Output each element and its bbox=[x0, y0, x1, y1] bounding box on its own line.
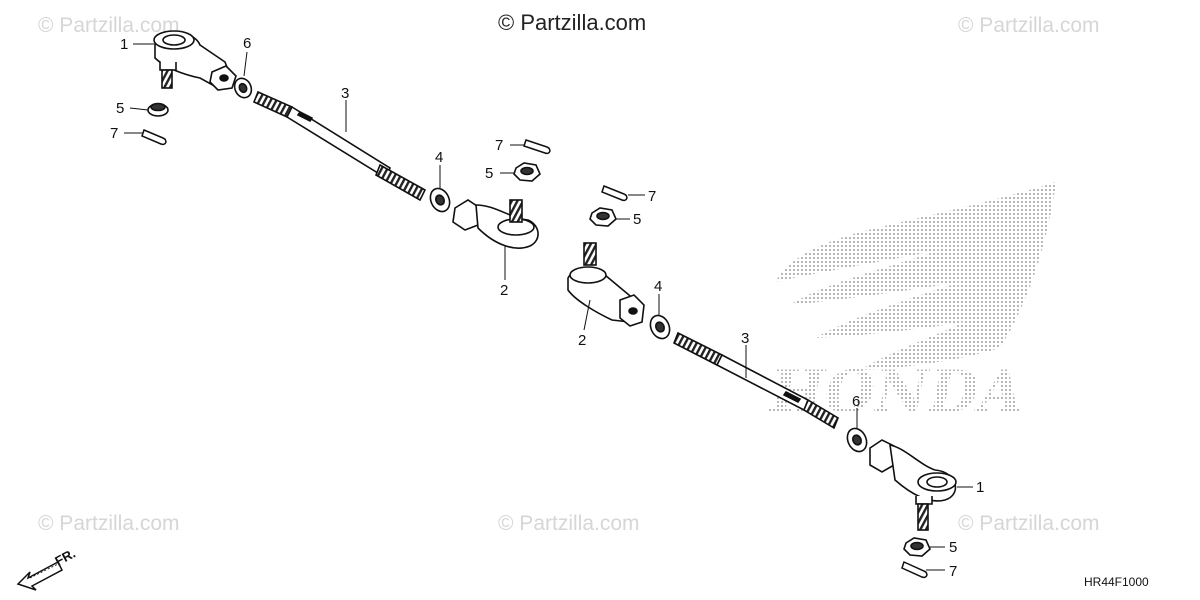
honda-wing-logo-icon: HONDA bbox=[768, 182, 1056, 426]
watermark-top-right: © Partzilla.com bbox=[958, 14, 1100, 37]
part-3-tie-rod-left[interactable] bbox=[252, 90, 427, 202]
honda-brand-text: HONDA bbox=[768, 358, 1024, 426]
part-2-tie-rod-end-left-inner[interactable] bbox=[452, 199, 539, 249]
watermark-bottom-left: © Partzilla.com bbox=[38, 512, 180, 535]
callout-2-left: 2 bbox=[500, 282, 508, 299]
callout-7-right: 7 bbox=[949, 563, 957, 580]
callout-7-mid-right: 7 bbox=[648, 188, 656, 205]
watermark-bottom-center: © Partzilla.com bbox=[498, 512, 640, 535]
callout-3-right: 3 bbox=[741, 330, 749, 347]
front-arrow-icon: FR. bbox=[16, 546, 78, 591]
callout-5-mid-right: 5 bbox=[633, 211, 641, 228]
part-5-castle-nut-right[interactable] bbox=[903, 537, 931, 557]
callout-5-right: 5 bbox=[949, 539, 957, 556]
callout-2-right: 2 bbox=[578, 332, 586, 349]
callout-6-left: 6 bbox=[243, 35, 251, 52]
part-4-lock-nut-right[interactable] bbox=[647, 312, 673, 341]
watermark-top-left: © Partzilla.com bbox=[38, 14, 180, 37]
part-7-cotter-pin-mid-left[interactable] bbox=[523, 139, 551, 155]
callout-4-right: 4 bbox=[654, 278, 662, 295]
watermark-bottom-right: © Partzilla.com bbox=[958, 512, 1100, 535]
callout-5-mid-left: 5 bbox=[485, 165, 493, 182]
diagram-code: HR44F1000 bbox=[1084, 575, 1149, 589]
callout-7-mid-left: 7 bbox=[495, 137, 503, 154]
part-3-tie-rod-right[interactable] bbox=[672, 331, 839, 430]
part-5-castle-nut-left[interactable] bbox=[147, 102, 169, 117]
callout-6-right: 6 bbox=[852, 393, 860, 410]
callout-5-left: 5 bbox=[116, 100, 124, 117]
watermark-top-center: © Partzilla.com bbox=[498, 10, 646, 35]
part-7-cotter-pin-mid-right[interactable] bbox=[601, 185, 628, 202]
part-6-lock-nut-left[interactable] bbox=[232, 76, 255, 101]
part-1-tie-rod-end-left[interactable] bbox=[153, 30, 237, 91]
callout-1-left: 1 bbox=[120, 36, 128, 53]
part-1-tie-rod-end-right[interactable] bbox=[869, 439, 957, 531]
part-7-cotter-pin-left[interactable] bbox=[141, 128, 167, 146]
part-6-lock-nut-right[interactable] bbox=[844, 425, 870, 454]
part-5-castle-nut-mid-right[interactable] bbox=[589, 207, 617, 227]
callout-7-left: 7 bbox=[110, 125, 118, 142]
callout-leaders bbox=[124, 43, 973, 571]
callout-3-left: 3 bbox=[341, 85, 349, 102]
part-5-castle-nut-mid-left[interactable] bbox=[513, 162, 541, 182]
part-2-tie-rod-end-right-inner[interactable] bbox=[567, 242, 645, 327]
part-7-cotter-pin-right[interactable] bbox=[901, 560, 928, 579]
callout-1-right: 1 bbox=[976, 479, 984, 496]
callout-4-left: 4 bbox=[435, 149, 443, 166]
part-4-lock-nut-left[interactable] bbox=[427, 185, 453, 214]
